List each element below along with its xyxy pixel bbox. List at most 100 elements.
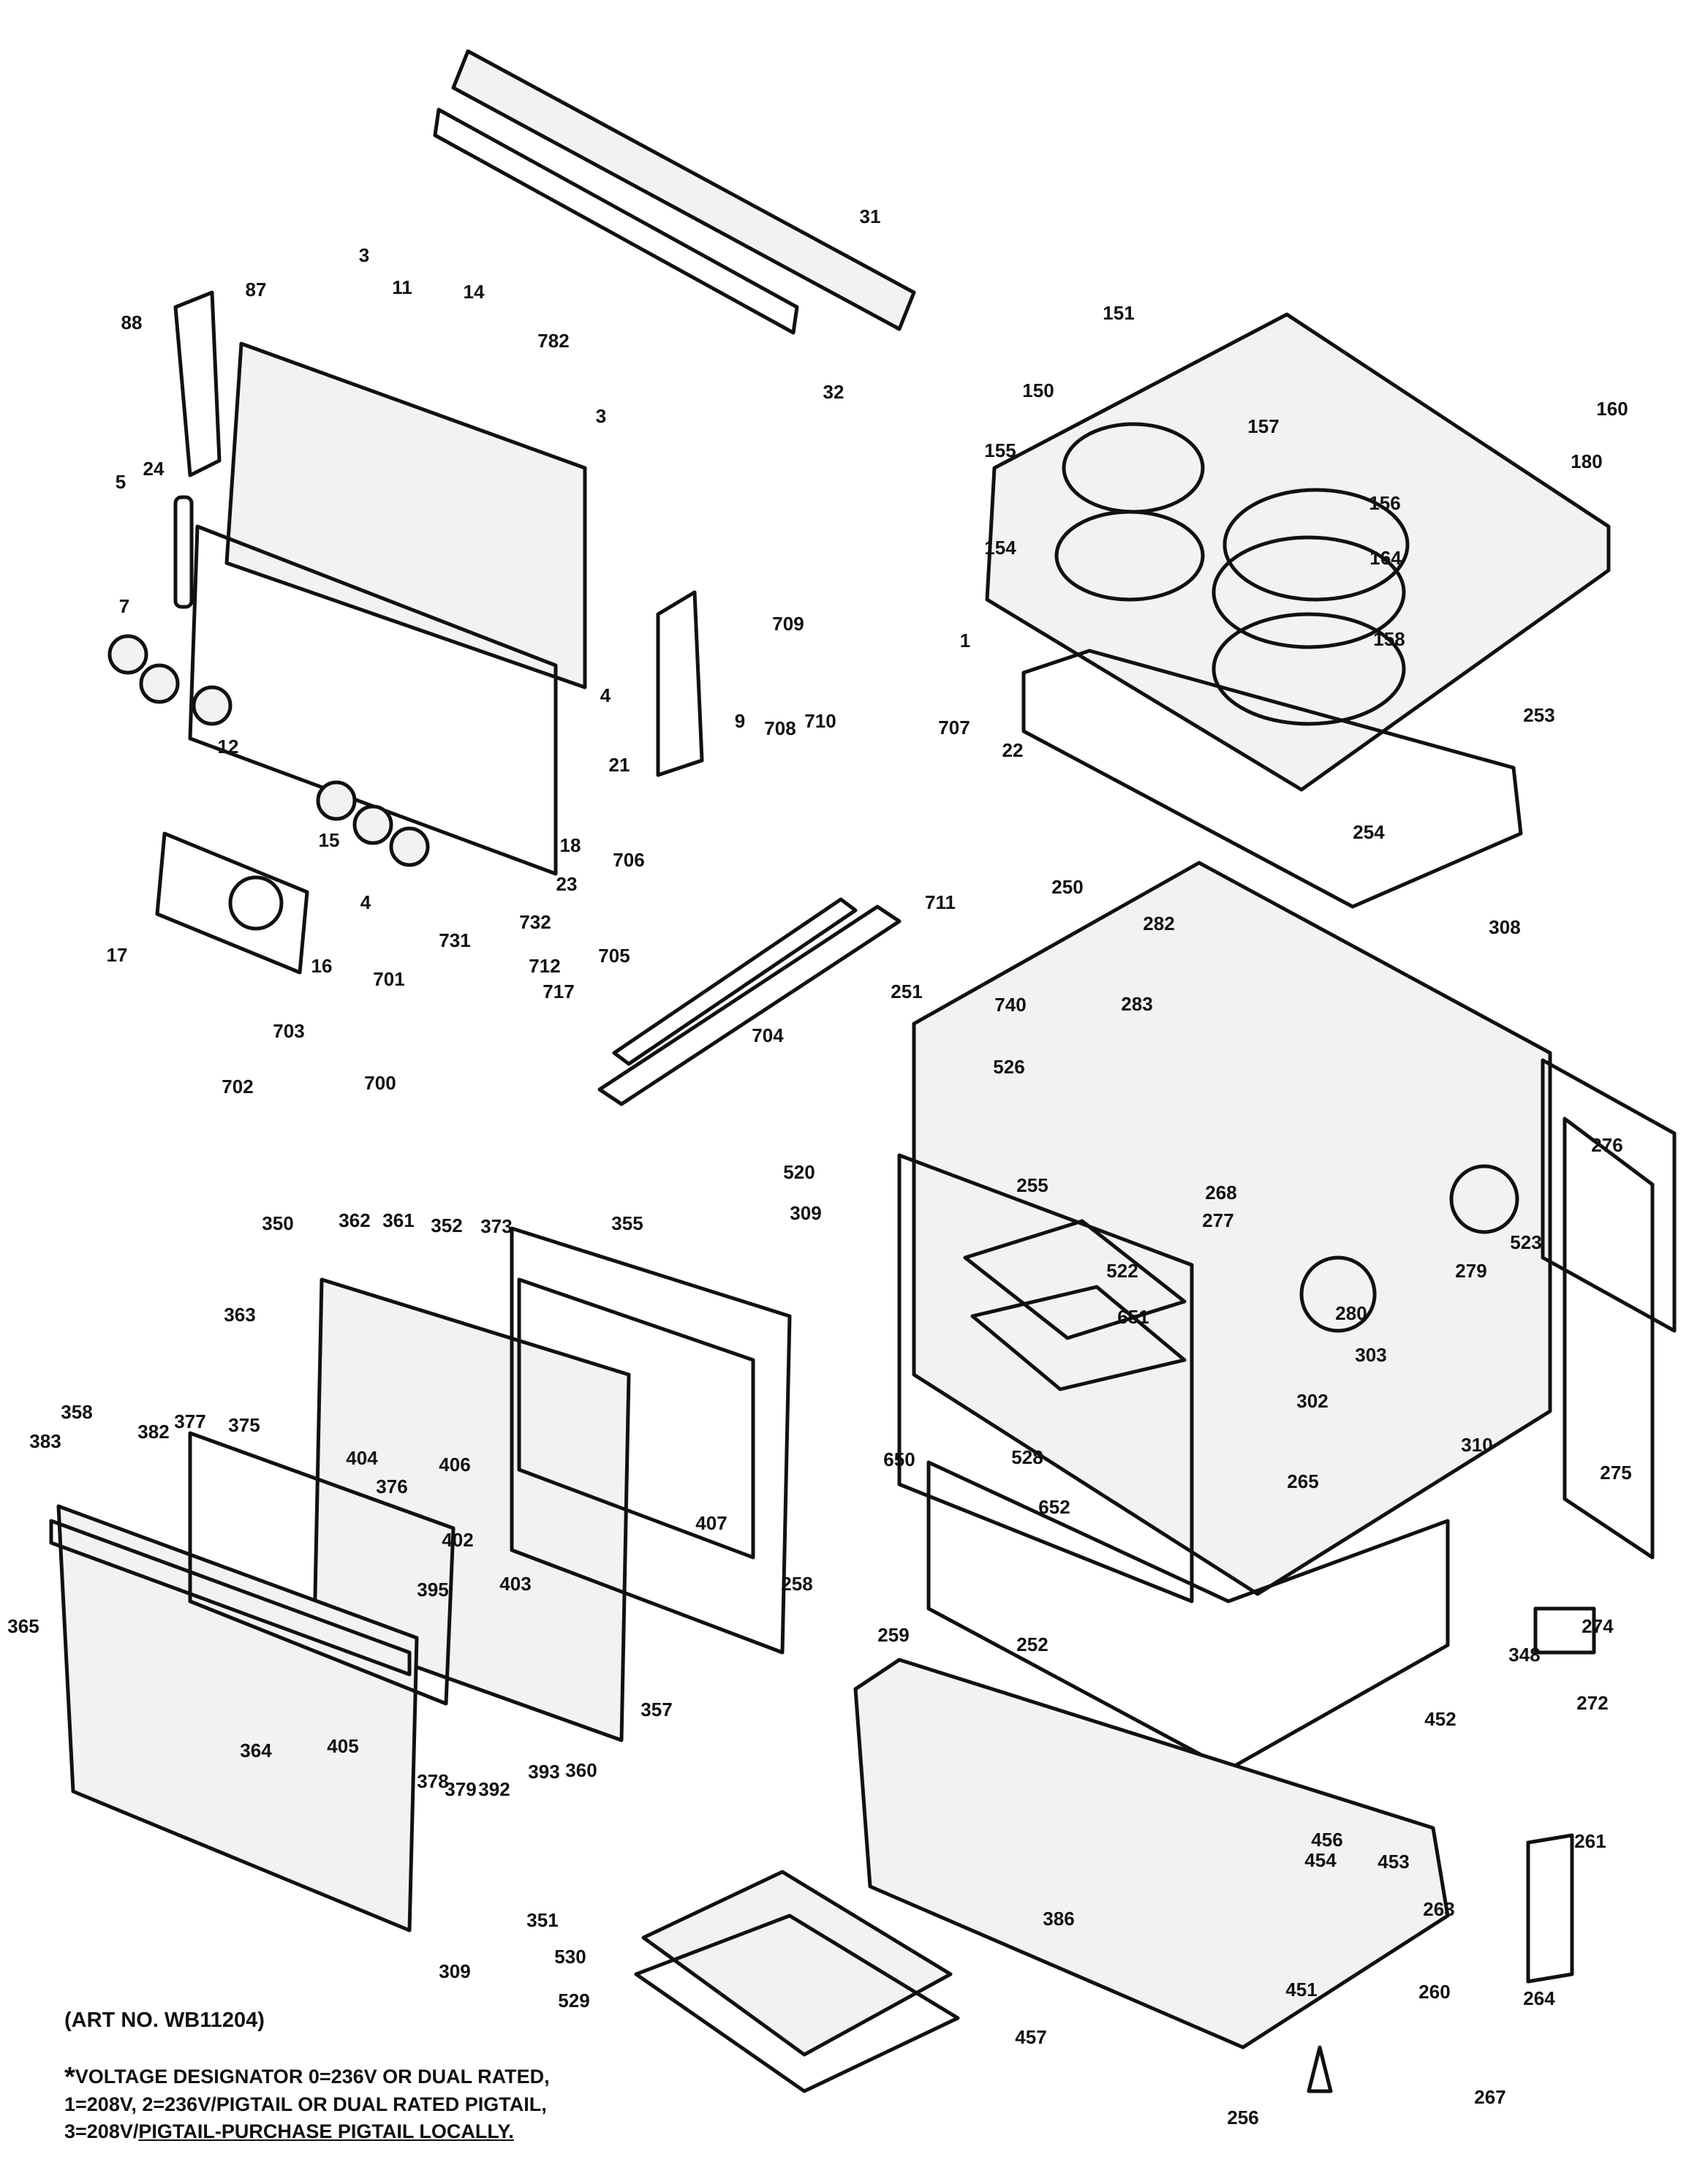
part-number-label-393: 393 <box>528 1761 559 1783</box>
part-number-label-709: 709 <box>772 613 804 635</box>
part-number-label-361: 361 <box>382 1209 414 1231</box>
part-number-label-274: 274 <box>1582 1615 1614 1637</box>
part-number-label-309: 309 <box>439 1960 470 1982</box>
part-number-label-451: 451 <box>1285 1979 1317 2001</box>
part-number-label-452: 452 <box>1424 1708 1456 1730</box>
back-panel <box>1541 1058 1677 1333</box>
lamp-socket <box>1449 1164 1519 1234</box>
lower-base <box>926 1460 1450 1772</box>
part-number-label-265: 265 <box>1287 1470 1318 1492</box>
part-number-label-310: 310 <box>1461 1434 1492 1456</box>
note-line-3-prefix: 3=208V/ <box>64 2120 139 2142</box>
knob <box>316 780 357 821</box>
surface-unit-large <box>1223 488 1410 602</box>
part-number-label-4: 4 <box>360 891 371 913</box>
part-number-label-529: 529 <box>558 1990 589 2011</box>
knob <box>107 634 148 675</box>
switch-block <box>1533 1606 1596 1655</box>
part-number-label-348: 348 <box>1508 1644 1540 1666</box>
part-number-label-373: 373 <box>480 1215 512 1237</box>
cooktop-drip-tray <box>1021 649 1523 909</box>
leveling-leg <box>1307 2045 1333 2093</box>
part-number-label-363: 363 <box>224 1304 255 1326</box>
part-number-label-17: 17 <box>107 944 128 966</box>
part-number-label-156: 156 <box>1369 492 1400 514</box>
part-number-label-382: 382 <box>137 1421 169 1443</box>
part-number-labels: 1334457911121415161718212223243132878815… <box>7 205 1631 2128</box>
part-number-label-364: 364 <box>240 1739 272 1761</box>
terminal-block <box>1526 1833 1574 1984</box>
part-number-label-16: 16 <box>311 955 333 977</box>
part-number-label-453: 453 <box>1378 1851 1409 1873</box>
knob <box>352 804 393 845</box>
part-number-label-360: 360 <box>565 1759 597 1781</box>
note-line-3-underlined: PIGTAIL-PURCHASE PIGTAIL LOCALLY. <box>138 2120 514 2142</box>
broiler-pan-grid <box>641 1870 953 2057</box>
part-number-label-251: 251 <box>891 981 922 1002</box>
part-number-label-355: 355 <box>611 1212 643 1234</box>
part-number-label-528: 528 <box>1011 1446 1043 1468</box>
part-number-label-302: 302 <box>1296 1390 1328 1412</box>
oven-side-panel <box>1562 1117 1655 1560</box>
part-number-label-651: 651 <box>1117 1306 1149 1328</box>
surface-unit-small-ring <box>1054 510 1205 602</box>
part-number-label-712: 712 <box>529 955 560 977</box>
part-number-label-710: 710 <box>804 710 836 732</box>
part-number-label-706: 706 <box>613 849 644 871</box>
trim-strip <box>173 495 194 609</box>
part-number-label-358: 358 <box>61 1401 92 1423</box>
part-number-label-707: 707 <box>938 717 970 738</box>
part-number-label-151: 151 <box>1103 302 1134 324</box>
part-number-label-523: 523 <box>1510 1231 1541 1253</box>
part-number-label-276: 276 <box>1591 1134 1622 1156</box>
oven-body-cabinet <box>912 861 1552 1596</box>
part-number-label-21: 21 <box>609 754 630 776</box>
part-number-label-782: 782 <box>537 330 569 352</box>
part-number-label-704: 704 <box>752 1024 784 1046</box>
part-number-label-22: 22 <box>1002 739 1024 761</box>
part-number-label-407: 407 <box>695 1512 727 1534</box>
panel-end-cap <box>173 290 222 477</box>
part-number-label-386: 386 <box>1043 1908 1074 1930</box>
part-number-label-160: 160 <box>1596 398 1628 420</box>
part-number-label-277: 277 <box>1202 1209 1233 1231</box>
note-line-1: VOLTAGE DESIGNATOR 0=236V OR DUAL RATED, <box>75 2066 550 2088</box>
cooktop-main-top <box>985 312 1611 792</box>
part-number-label-259: 259 <box>877 1624 909 1646</box>
note-line-2: 1=208V, 2=236V/PIGTAIL OR DUAL RATED PIG… <box>64 2093 547 2115</box>
part-number-label-5: 5 <box>116 471 126 493</box>
knob <box>389 826 430 867</box>
surface-unit-large-pan <box>1212 612 1406 726</box>
part-number-label-711: 711 <box>925 891 956 913</box>
timer-clock-assembly <box>155 831 309 975</box>
part-number-label-520: 520 <box>783 1161 815 1183</box>
top-trim-lower-part <box>433 107 799 335</box>
surface-unit-large-ring <box>1212 535 1406 649</box>
art-number: (ART NO. WB11204) <box>64 2009 265 2032</box>
part-number-label-250: 250 <box>1051 876 1083 898</box>
part-number-label-309: 309 <box>790 1202 821 1224</box>
part-number-label-717: 717 <box>543 981 574 1002</box>
part-number-label-260: 260 <box>1418 1981 1450 2003</box>
part-number-label-12: 12 <box>218 736 239 758</box>
part-number-label-352: 352 <box>431 1214 462 1236</box>
part-number-label-405: 405 <box>327 1735 358 1757</box>
part-number-label-402: 402 <box>442 1529 473 1551</box>
note-asterisk: * <box>64 2062 75 2093</box>
storage-drawer <box>853 1658 1450 2050</box>
part-number-label-708: 708 <box>764 717 796 739</box>
part-number-label-376: 376 <box>376 1476 407 1497</box>
part-number-label-150: 150 <box>1022 379 1054 401</box>
part-number-label-7: 7 <box>119 595 129 617</box>
part-number-label-11: 11 <box>392 276 412 298</box>
part-number-label-263: 263 <box>1423 1898 1454 1920</box>
part-number-label-275: 275 <box>1600 1462 1631 1484</box>
part-number-label-254: 254 <box>1353 821 1385 843</box>
part-number-label-283: 283 <box>1121 993 1152 1015</box>
part-number-label-23: 23 <box>556 873 578 895</box>
part-number-label-157: 157 <box>1247 415 1279 437</box>
part-number-label-379: 379 <box>445 1778 476 1800</box>
part-number-label-3: 3 <box>596 405 606 427</box>
part-number-label-264: 264 <box>1523 1987 1555 2009</box>
part-number-label-256: 256 <box>1227 2107 1258 2128</box>
